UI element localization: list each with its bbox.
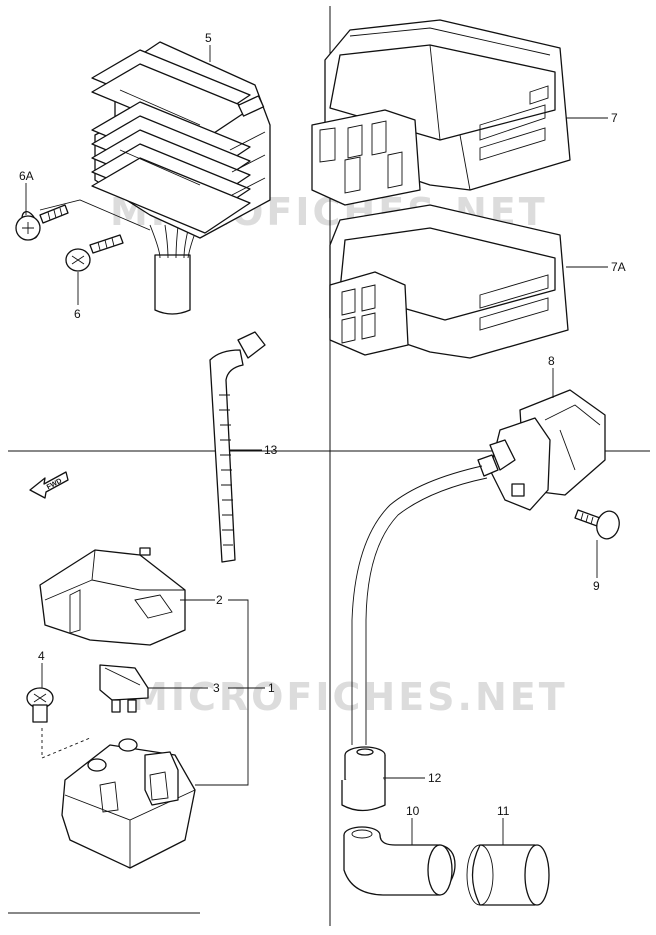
bolt-4 <box>26 687 54 723</box>
starter-relay <box>61 738 196 869</box>
screw-6a <box>15 204 69 241</box>
label-part-10: 10 <box>406 804 420 818</box>
relay-cover <box>39 547 186 646</box>
label-part-7: 7 <box>611 111 618 125</box>
label-part-3: 3 <box>213 681 220 695</box>
control-unit-7 <box>311 19 571 206</box>
fwd-label: FWD <box>46 478 63 492</box>
sensor-8 <box>477 389 606 511</box>
label-part-6: 6 <box>74 307 81 321</box>
label-part-13: 13 <box>264 443 278 457</box>
sensor-hose <box>351 465 488 745</box>
control-unit-7a <box>329 204 569 359</box>
screw-9 <box>574 509 620 540</box>
cable-tie <box>209 331 266 563</box>
cap-11 <box>466 844 550 906</box>
label-part-1: 1 <box>268 681 275 695</box>
watermark-bottom: MICROFICHES.NET <box>130 675 568 719</box>
label-part-9: 9 <box>593 579 600 593</box>
part-number-labels: 5 6A 6 7 7A 8 13 2 4 3 1 9 12 10 11 <box>19 31 626 818</box>
regulator-rectifier <box>91 41 271 315</box>
label-part-2: 2 <box>216 593 223 607</box>
label-part-8: 8 <box>548 354 555 368</box>
label-part-4: 4 <box>38 649 45 663</box>
label-part-7a: 7A <box>611 260 626 274</box>
elbow-boot-10 <box>343 826 456 896</box>
screw-6 <box>65 234 124 272</box>
forward-direction-arrow: FWD <box>29 471 69 499</box>
label-part-11: 11 <box>497 804 510 818</box>
label-part-5: 5 <box>205 31 212 45</box>
label-part-12: 12 <box>428 771 442 785</box>
label-part-6a: 6A <box>19 169 34 183</box>
fuse <box>99 664 149 713</box>
leader-lines <box>25 45 608 845</box>
grommet-12 <box>341 746 386 812</box>
